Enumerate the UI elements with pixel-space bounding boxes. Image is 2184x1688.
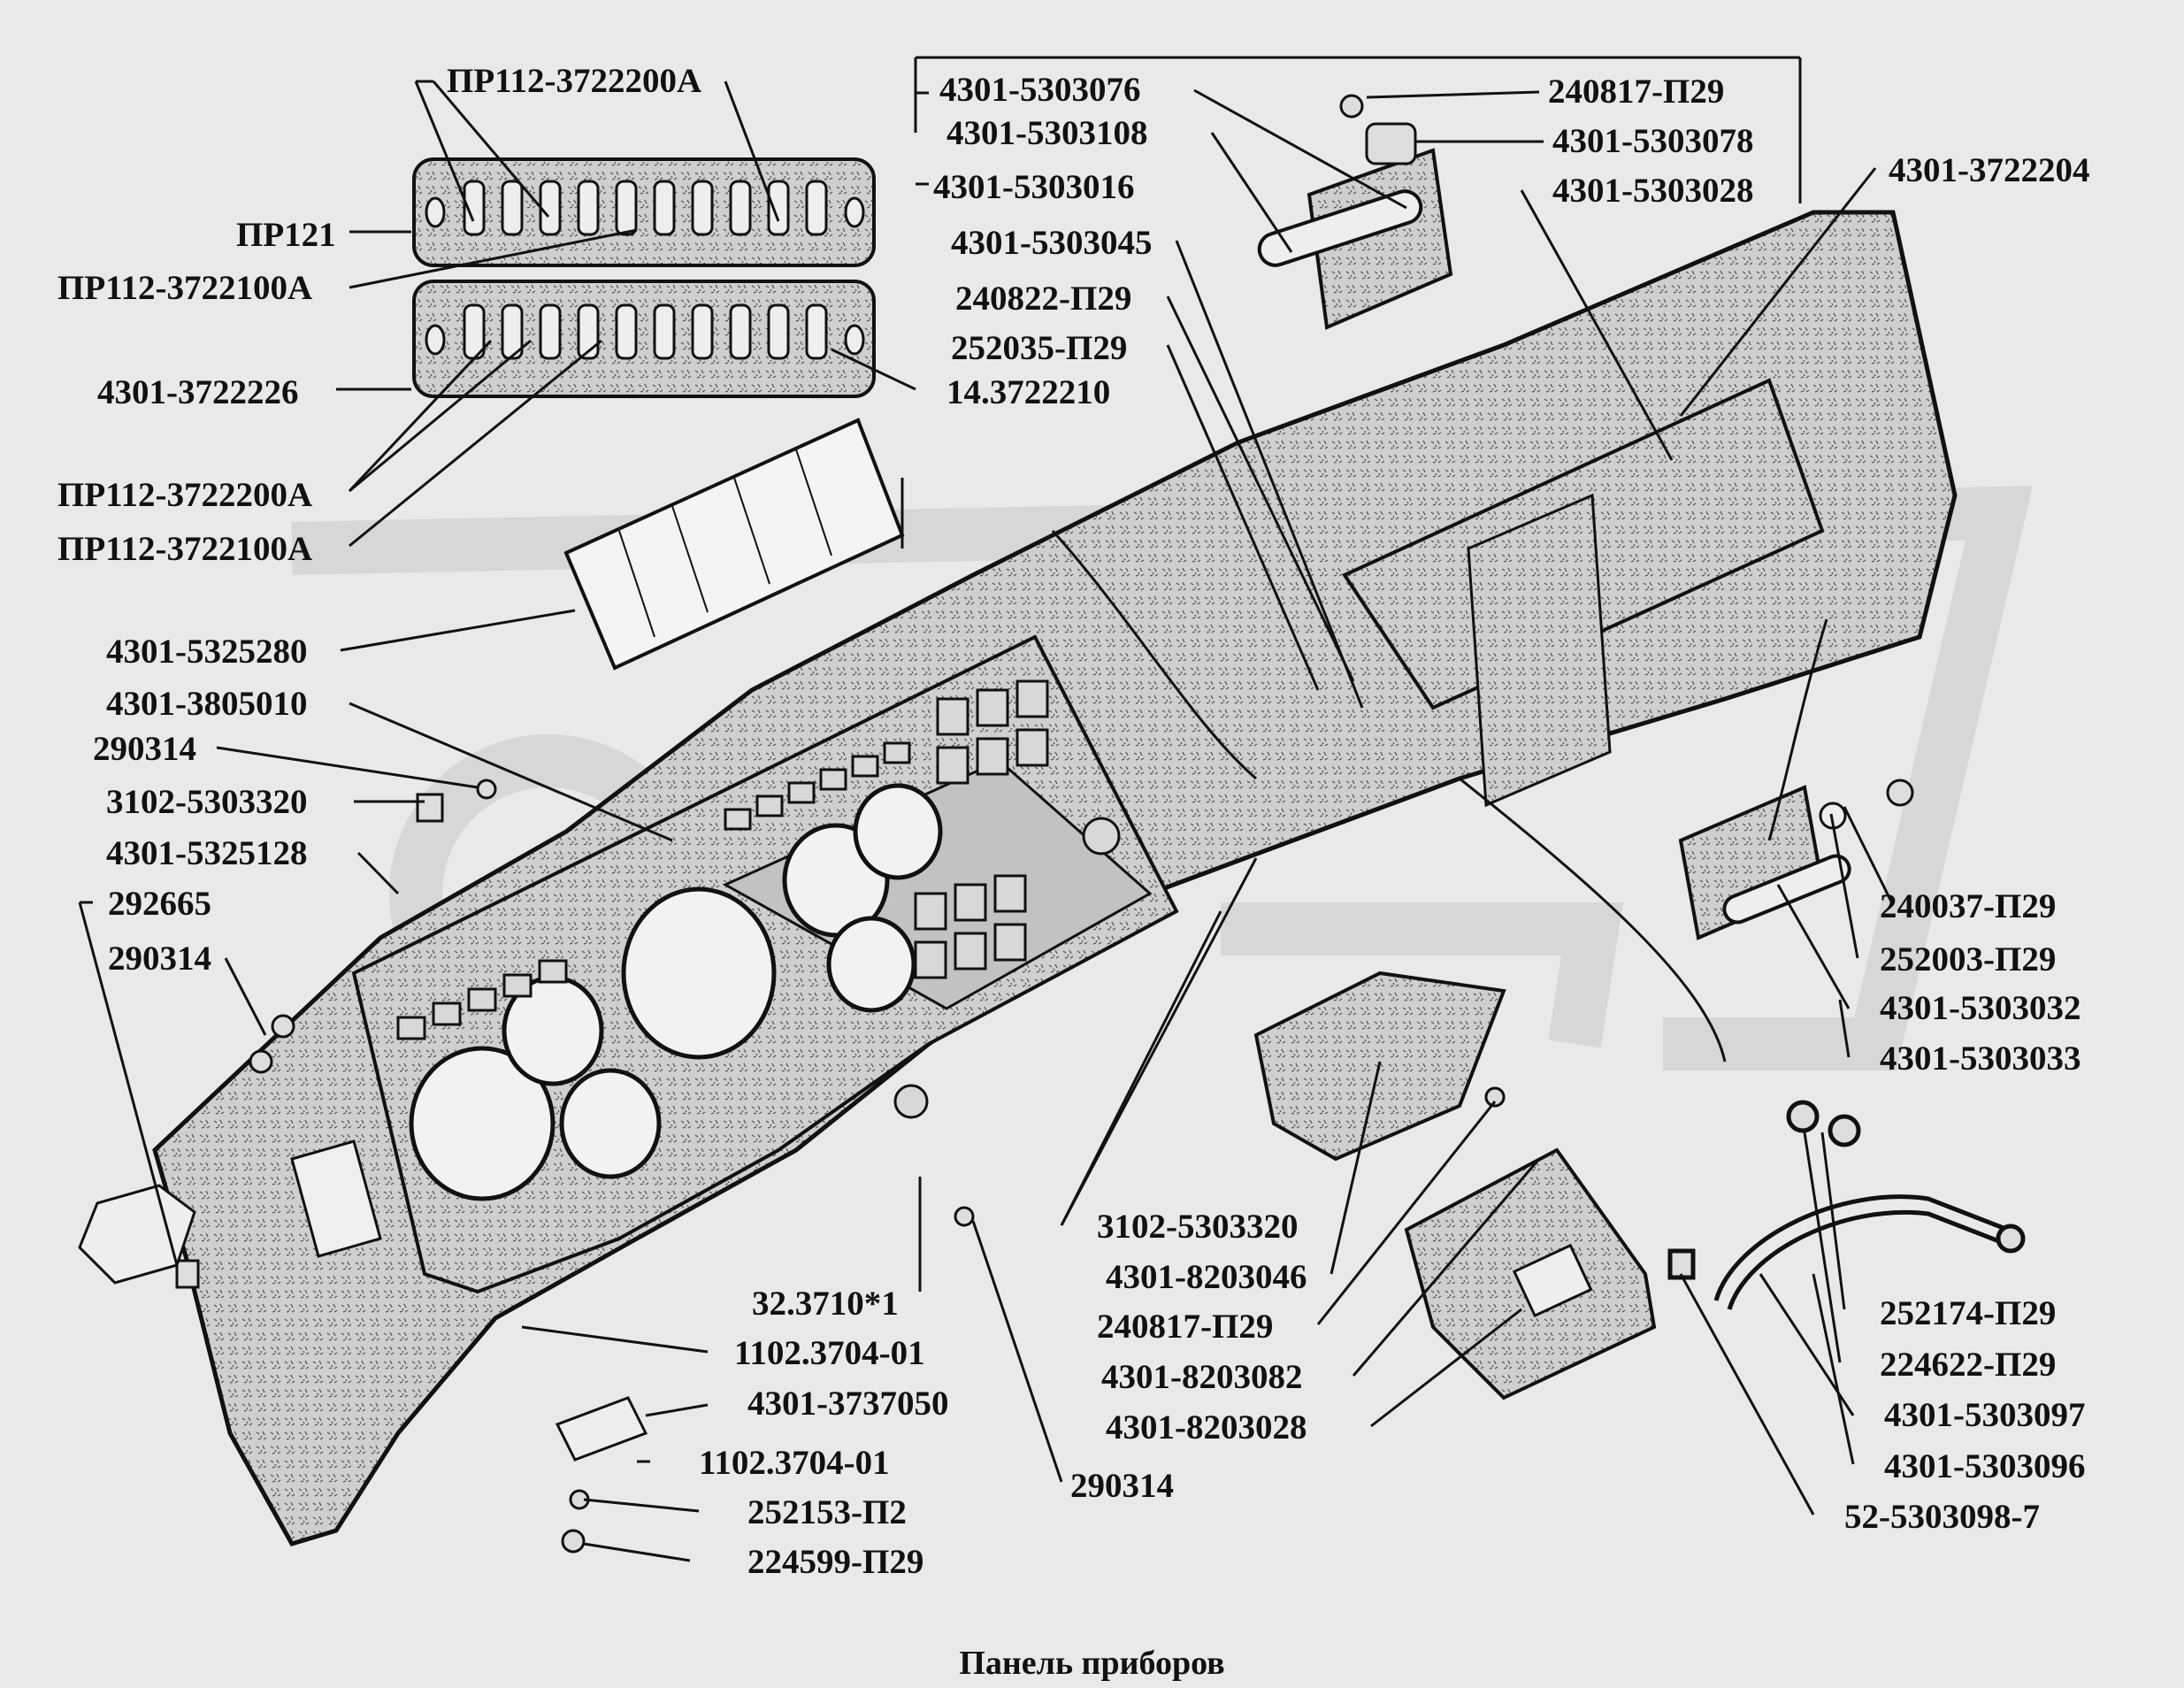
part-label: 4301-5303097 <box>1884 1396 2086 1434</box>
part-label: 4301-5303108 <box>946 114 1148 152</box>
part-label: 252153-П2 <box>747 1493 907 1531</box>
part-label: 1102.3704-01 <box>699 1444 890 1482</box>
part-label: 4301-8203046 <box>1106 1258 1307 1296</box>
part-label: 252174-П29 <box>1880 1294 2057 1332</box>
leader-lines <box>78 56 1895 1562</box>
part-label: 4301-3805010 <box>106 685 308 723</box>
part-label: 252035-П29 <box>951 329 1128 367</box>
part-label: 4301-5303028 <box>1552 172 1754 210</box>
part-label: 240822-П29 <box>955 280 1132 318</box>
part-label: 252003-П29 <box>1880 940 2057 978</box>
part-label: 4301-5325280 <box>106 633 308 671</box>
part-label: ПР112-3722200А <box>57 476 313 514</box>
small-fasteners <box>78 779 1506 1554</box>
part-label: 290314 <box>1070 1467 1174 1505</box>
fuse-block-lower <box>412 280 876 398</box>
part-label: 224622-П29 <box>1880 1346 2057 1384</box>
part-label: 4301-8203082 <box>1101 1358 1303 1396</box>
part-label: 3102-5303320 <box>1097 1208 1299 1246</box>
hinge-bracket-top <box>1257 94 1453 330</box>
part-label: 4301-5325128 <box>106 834 308 872</box>
lamps-and-switches <box>396 679 1121 1119</box>
part-label: 3102-5303320 <box>106 783 308 821</box>
part-label: 290314 <box>93 730 196 768</box>
part-label: 4301-5303033 <box>1880 1040 2081 1078</box>
part-label: 4301-3722204 <box>1889 151 2090 189</box>
fuse-block-upper <box>412 157 876 267</box>
part-label: ПР112-3722100А <box>57 269 313 307</box>
part-label: 4301-5303016 <box>933 168 1135 206</box>
support-strap <box>1667 1100 2026 1310</box>
part-label: 4301-3737050 <box>747 1385 949 1423</box>
part-label: 4301-5303076 <box>939 71 1141 109</box>
part-label: 4301-5303032 <box>1880 989 2081 1027</box>
info-plate <box>563 418 905 671</box>
part-label: 240817-П29 <box>1548 73 1725 111</box>
part-label: 240037-П29 <box>1880 887 2057 925</box>
part-label: ПР121 <box>236 216 336 254</box>
part-label: 292665 <box>108 885 211 923</box>
part-label: 1102.3704-01 <box>734 1334 925 1372</box>
part-label: 4301-5303096 <box>1884 1447 2086 1485</box>
part-label: 240817-П29 <box>1097 1308 1274 1346</box>
part-label: 4301-5303045 <box>951 224 1153 262</box>
part-label: 52-5303098-7 <box>1844 1498 2040 1536</box>
part-label: 4301-3722226 <box>97 373 299 411</box>
part-label: 290314 <box>108 940 211 978</box>
gauges <box>409 783 943 1201</box>
part-label: ПР112-3722100А <box>57 530 313 568</box>
figure-caption: Панель приборов <box>959 1645 1225 1682</box>
part-label: 14.3722210 <box>946 373 1111 411</box>
glove-box <box>1404 1147 1657 1400</box>
part-label: ПР112-3722200А <box>447 62 702 100</box>
part-label: 32.3710*1 <box>752 1285 899 1323</box>
part-label: 4301-8203028 <box>1106 1408 1307 1446</box>
part-label: 224599-П29 <box>747 1543 924 1581</box>
part-label: 4301-5303078 <box>1552 122 1754 160</box>
hinge-bracket-right <box>1678 779 1914 940</box>
